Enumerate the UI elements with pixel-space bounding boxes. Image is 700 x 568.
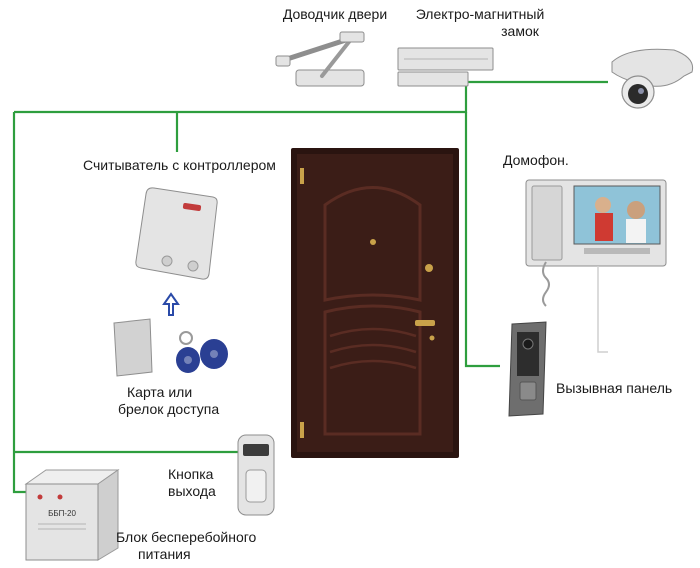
access-card-icon: [113, 318, 153, 377]
intercom-label: Домофон.: [503, 152, 569, 168]
video-intercom-icon: [525, 179, 667, 353]
call-panel-label: Вызывная панель: [556, 380, 673, 396]
dome-camera-icon: [611, 48, 694, 109]
door-icon: [291, 148, 459, 458]
keyfob-icon: [176, 331, 228, 373]
wire-intercom-panel: [464, 112, 500, 368]
door-closer-icon: [275, 31, 365, 87]
ups-box-icon: ББП-20: [24, 469, 120, 561]
arrow-up-icon: [162, 292, 180, 316]
exit-button-icon: [237, 434, 275, 516]
wire-main-loop: [14, 82, 468, 114]
call-panel-icon: [508, 321, 547, 417]
exit-button-label: Кнопка выхода: [168, 466, 216, 499]
door-closer-label: Доводчик двери: [282, 6, 388, 22]
wires: [12, 80, 608, 494]
ups-label: Блок бесперебойного питания: [116, 529, 257, 562]
reader-label: Считыватель с контроллером: [83, 157, 276, 173]
card-reader-icon: [135, 187, 218, 280]
ups-device-text: ББП-20: [48, 509, 76, 518]
magnetic-lock-label: Электро-магнитный замок: [415, 6, 545, 39]
magnetic-lock-icon: [397, 47, 494, 87]
card-label: Карта или брелок доступа: [118, 384, 220, 417]
wire-left-trunk: [12, 112, 26, 494]
